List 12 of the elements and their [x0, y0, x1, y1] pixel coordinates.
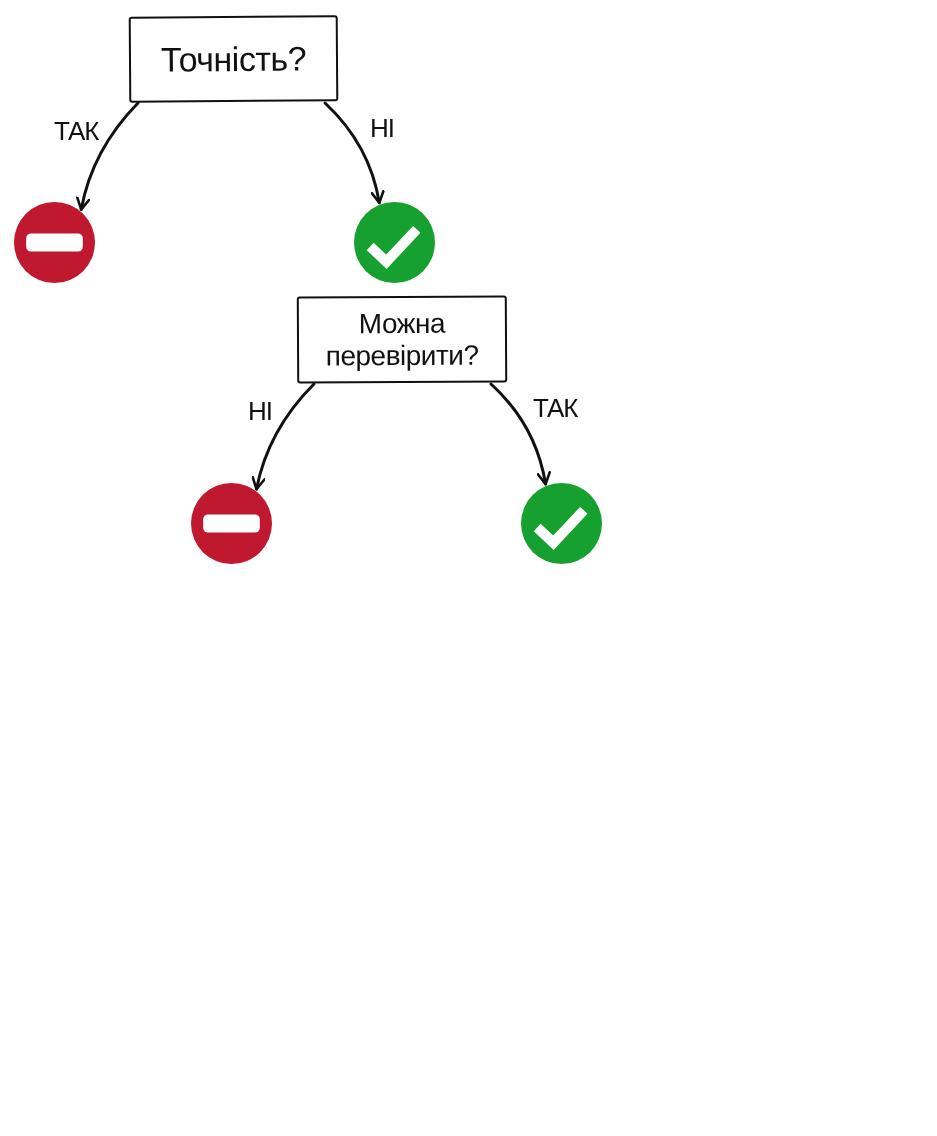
arrow: [489, 382, 551, 486]
decision-box: [128, 15, 339, 103]
arrow: [76, 101, 140, 211]
question-text: Точність?: [160, 39, 307, 79]
check-icon: [521, 483, 602, 564]
decision-box: [296, 295, 508, 384]
question-text: Можна перевірити?: [324, 307, 480, 372]
check-icon: [354, 202, 435, 283]
no-entry-icon: [191, 483, 272, 564]
no-entry-icon: [14, 202, 95, 283]
arrow: [323, 101, 385, 205]
arrow: [251, 382, 316, 491]
